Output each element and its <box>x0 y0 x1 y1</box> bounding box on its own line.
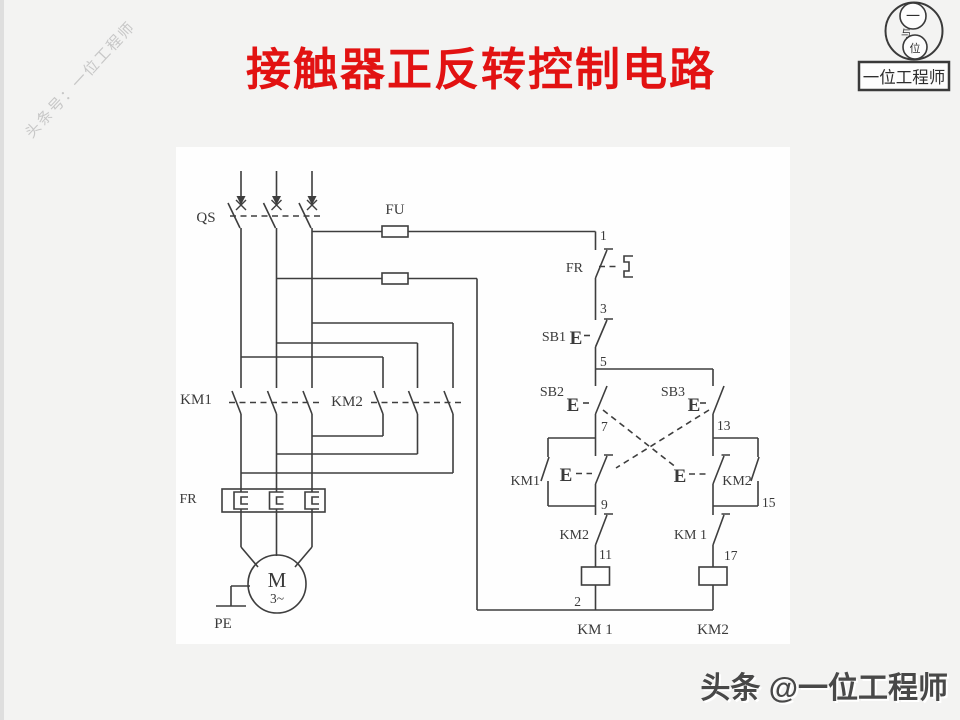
interlock-left-actuator-symbol: E <box>560 465 573 486</box>
page-title: 接触器正反转控制电路 <box>245 44 716 95</box>
label-fu: FU <box>385 202 404 218</box>
brand-logo: 一 与 位 一位工程师 <box>857 1 951 92</box>
control-circuit-lines <box>477 231 760 611</box>
logo-bottom-circle <box>902 34 928 60</box>
logo-top-circle <box>899 2 927 30</box>
dashed-links <box>229 215 710 475</box>
supply-arrows <box>236 196 317 205</box>
wire-number-11: 11 <box>599 547 612 562</box>
wire-number-5: 5 <box>600 354 607 369</box>
fuse-1 <box>381 225 409 238</box>
label-km2-main: KM2 <box>331 394 363 410</box>
sb3-actuator-symbol: E <box>688 395 701 416</box>
qs-contact-marks <box>235 199 318 211</box>
motor-circle <box>247 554 307 614</box>
wire-number-2: 2 <box>574 594 581 609</box>
heater-element-3 <box>304 491 319 510</box>
component-boxes <box>221 225 728 614</box>
wire-number-15: 15 <box>762 495 776 510</box>
diagram-panel <box>176 147 790 644</box>
label-km2-aux: KM2 <box>722 474 752 489</box>
slide-left-edge <box>0 0 4 720</box>
logo-name-box <box>857 60 951 92</box>
label-motor-phases: 3~ <box>270 591 284 606</box>
wire-number-1: 1 <box>600 228 607 243</box>
wire-number-9: 9 <box>601 497 608 512</box>
logo-symbol-top: 一 <box>906 10 920 25</box>
heater-element-1 <box>233 491 248 510</box>
km2-coil-box <box>698 566 728 586</box>
wire-number-7: 7 <box>601 419 608 434</box>
wire-number-13: 13 <box>717 418 731 433</box>
label-fr-ctrl: FR <box>566 261 584 276</box>
logo-name-text: 一位工程师 <box>863 68 946 87</box>
thermal-relay-box <box>221 488 326 513</box>
logo-symbol-mid: 与 <box>901 28 911 40</box>
heater-element-2 <box>268 491 284 510</box>
logo-symbol-bottom: 位 <box>910 41 921 55</box>
wire-number-3: 3 <box>600 301 607 316</box>
label-qs: QS <box>196 210 215 226</box>
km1-coil-box <box>580 566 611 586</box>
interlock-right-actuator-symbol: E <box>674 466 687 487</box>
label-km1-coil: KM 1 <box>577 622 612 638</box>
sb2-actuator-symbol: E <box>567 395 580 416</box>
power-circuit-lines <box>216 171 596 610</box>
label-km1-interlock: KM 1 <box>674 528 707 543</box>
label-pe: PE <box>214 616 232 632</box>
label-km1-main: KM1 <box>180 392 212 408</box>
wire-number-17: 17 <box>724 548 738 563</box>
label-sb2: SB2 <box>540 385 564 400</box>
label-km2-interlock: KM2 <box>559 528 589 543</box>
label-sb1: SB1 <box>542 330 566 345</box>
label-fr-main: FR <box>179 492 197 507</box>
sb1-actuator-symbol: E <box>570 328 583 349</box>
fuse-2 <box>381 272 409 285</box>
label-km1-aux: KM1 <box>510 474 540 489</box>
label-sb3: SB3 <box>661 385 685 400</box>
label-km2-coil: KM2 <box>697 622 729 638</box>
label-motor: M <box>268 568 287 592</box>
footer-watermark: 头条 @一位工程师 <box>700 672 948 705</box>
